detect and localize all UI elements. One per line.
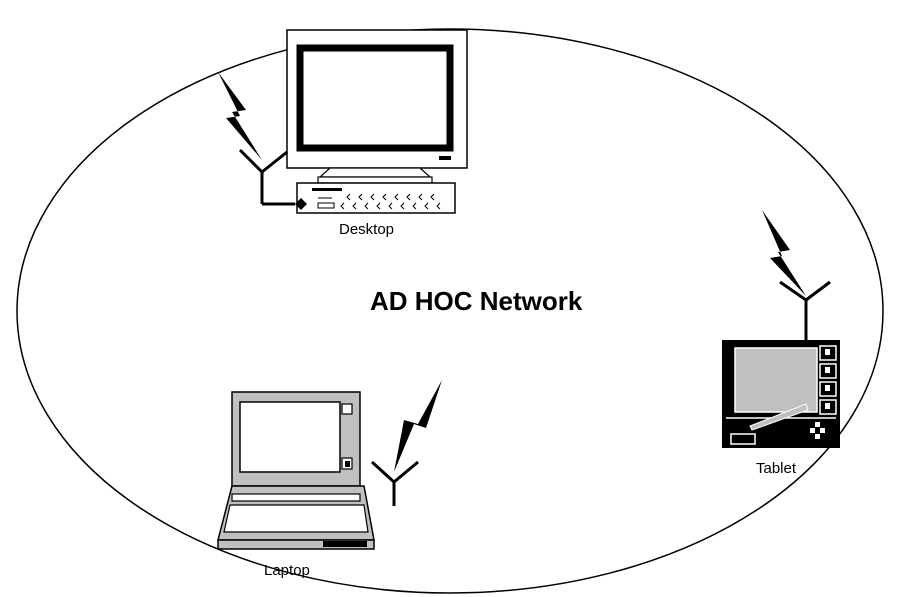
desktop-node: Desktop xyxy=(218,29,468,238)
desktop-antenna-icon xyxy=(238,148,295,206)
desktop-computer-icon xyxy=(286,29,468,214)
desktop-label: Desktop xyxy=(339,221,394,238)
tablet-antenna-icon xyxy=(779,280,831,340)
network-title: AD HOC Network xyxy=(370,286,583,316)
desktop-signal-bolt-icon xyxy=(218,72,262,160)
laptop-signal-bolt-icon xyxy=(394,380,442,472)
laptop-antenna-icon xyxy=(370,460,419,506)
laptop-node: Laptop xyxy=(217,380,442,579)
laptop-icon xyxy=(217,391,375,550)
tablet-node: Tablet xyxy=(722,210,840,477)
tablet-label: Tablet xyxy=(756,460,797,477)
tablet-signal-bolt-icon xyxy=(762,210,806,296)
tablet-icon xyxy=(722,340,840,448)
laptop-label: Laptop xyxy=(264,562,310,579)
network-boundary xyxy=(16,28,884,594)
